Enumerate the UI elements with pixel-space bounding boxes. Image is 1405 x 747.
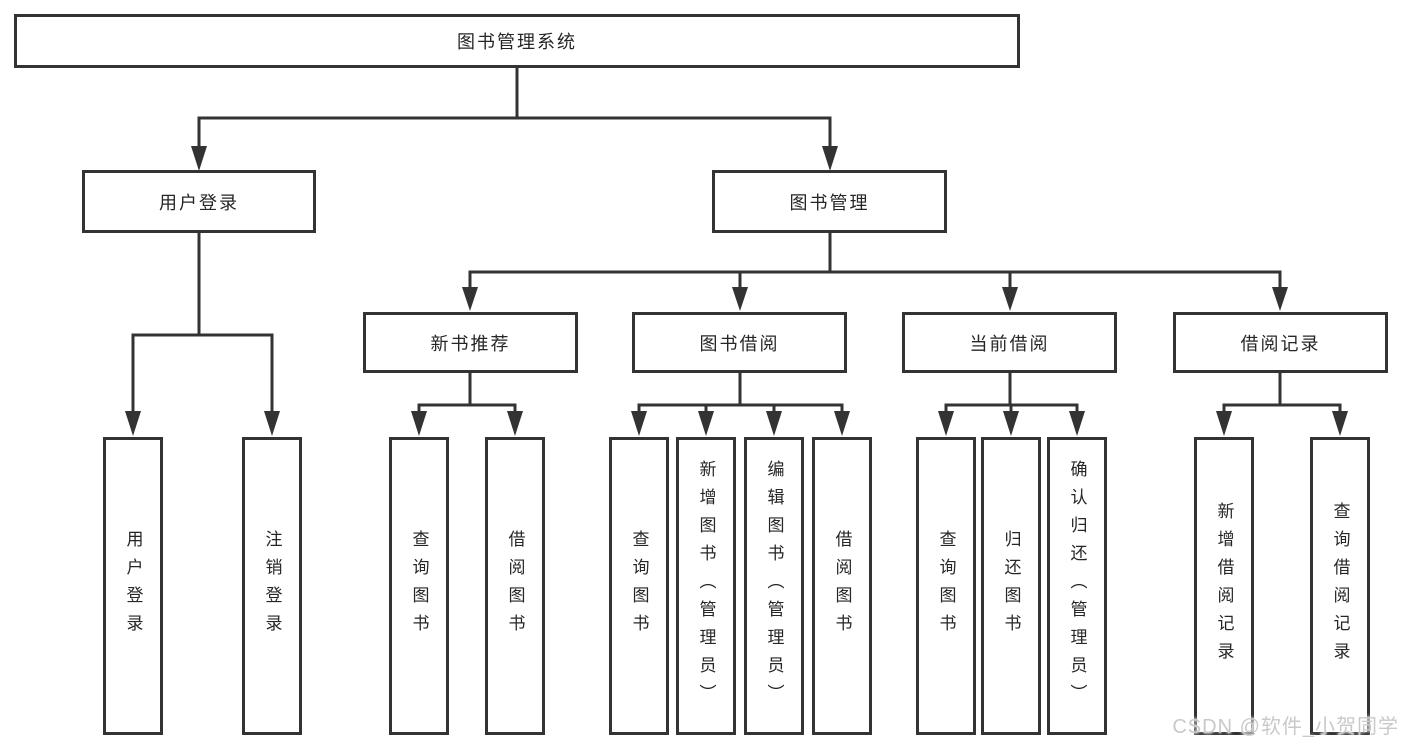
connector-path <box>468 231 1282 292</box>
node-leaf-add-borrow-record: 新增借阅记录 <box>1194 437 1254 735</box>
arrowhead-icon <box>1002 287 1018 311</box>
csdn-watermark: CSDN @软件_小贺同学 <box>1172 716 1399 738</box>
node-root-library-system: 图书管理系统 <box>14 14 1020 68</box>
connector-root-to-level2 <box>191 66 838 171</box>
node-leaf-edit-books-admin: 编辑图书（管理员） <box>744 437 804 735</box>
connector-user-login-children <box>125 231 280 436</box>
node-leaf-return-books: 归还图书 <box>981 437 1041 735</box>
arrowhead-icon <box>1069 411 1085 436</box>
node-leaf-confirm-return-admin: 确认归还（管理员） <box>1047 437 1107 735</box>
connector-new-book-rec-children <box>411 371 523 436</box>
connector-book-mgmt-children <box>462 231 1288 311</box>
connector-book-borrow-children <box>631 371 850 436</box>
node-borrowing-records: 借阅记录 <box>1173 312 1388 373</box>
arrowhead-icon <box>125 411 141 436</box>
node-leaf-borrow-books: 借阅图书 <box>812 437 872 735</box>
node-leaf-search-books-current: 查询图书 <box>916 437 976 735</box>
node-leaf-search-borrow-record: 查询借阅记录 <box>1310 437 1370 735</box>
arrowhead-icon <box>462 287 478 311</box>
arrowhead-icon <box>1332 411 1348 436</box>
arrowhead-icon <box>631 411 647 436</box>
arrowhead-icon <box>264 411 280 436</box>
arrowhead-icon <box>766 411 782 436</box>
connector-path <box>131 231 274 415</box>
connector-path <box>417 371 517 415</box>
node-leaf-borrow-books-recommend: 借阅图书 <box>485 437 545 735</box>
connector-borrow-records-children <box>1216 371 1348 436</box>
node-user-login: 用户登录 <box>82 170 316 233</box>
arrowhead-icon <box>1003 411 1019 436</box>
arrowhead-icon <box>507 411 523 436</box>
arrowhead-icon <box>411 411 427 436</box>
node-leaf-add-books-admin: 新增图书（管理员） <box>676 437 736 735</box>
arrowhead-icon <box>698 411 714 436</box>
node-leaf-logout: 注销登录 <box>242 437 302 735</box>
connector-path <box>197 66 832 152</box>
arrowhead-icon <box>1216 411 1232 436</box>
node-new-book-recommend: 新书推荐 <box>363 312 578 373</box>
node-leaf-search-books-recommend: 查询图书 <box>389 437 449 735</box>
connector-path <box>1222 371 1342 415</box>
connector-current-borrow-children <box>938 371 1085 436</box>
arrowhead-icon <box>191 146 207 171</box>
arrowhead-icon <box>834 411 850 436</box>
connector-path <box>944 371 1079 415</box>
node-book-borrowing: 图书借阅 <box>632 312 847 373</box>
arrowhead-icon <box>732 287 748 311</box>
node-current-borrowing: 当前借阅 <box>902 312 1117 373</box>
arrowhead-icon <box>938 411 954 436</box>
node-leaf-search-books-borrow: 查询图书 <box>609 437 669 735</box>
connector-path <box>637 371 844 415</box>
node-leaf-user-login: 用户登录 <box>103 437 163 735</box>
arrowhead-icon <box>822 146 838 171</box>
arrowhead-icon <box>1272 287 1288 311</box>
node-book-management: 图书管理 <box>712 170 947 233</box>
